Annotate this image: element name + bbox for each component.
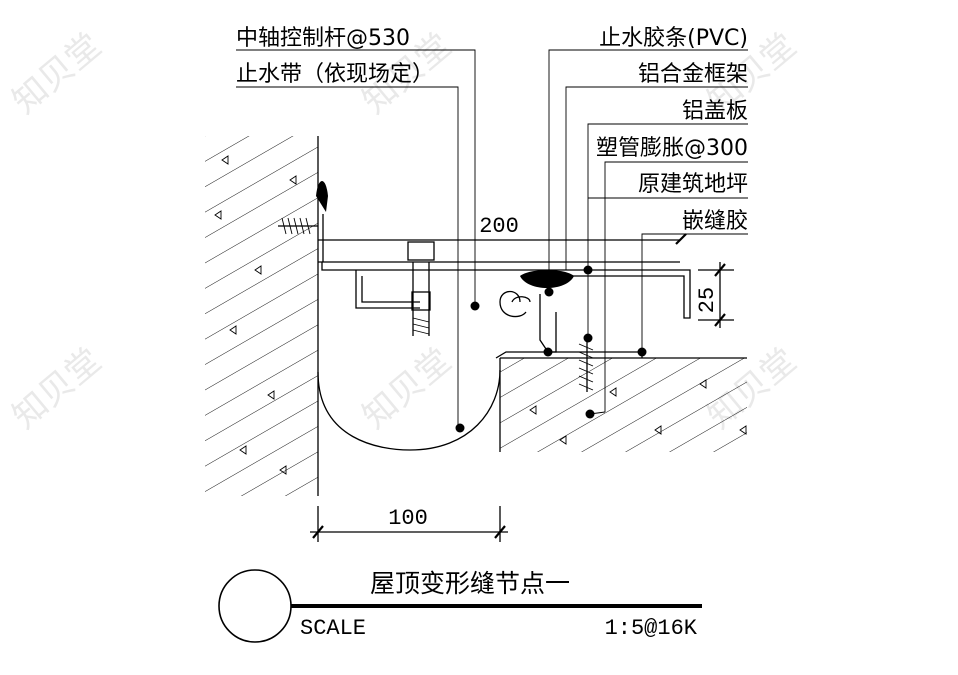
dim-200-text: 200: [479, 214, 519, 239]
label-aluminium-cover: 铝盖板: [682, 99, 748, 124]
watermark: 知贝堂: [355, 341, 459, 437]
floor-slab: [499, 357, 747, 452]
drawing-title: 屋顶变形缝节点一: [370, 569, 570, 598]
label-axis-control-rod: 中轴控制杆@530: [236, 26, 410, 51]
dim-25: 25: [695, 262, 734, 328]
centre-bolt: [407, 241, 435, 336]
label-original-floor: 原建筑地坪: [638, 172, 748, 197]
label-aluminium-frame: 铝合金框架: [638, 62, 748, 87]
scale-label: SCALE: [300, 616, 366, 641]
right-leaders: [543, 49, 748, 419]
title-block: 屋顶变形缝节点一 SCALE 1:5@16K: [218, 569, 702, 643]
watermark: 知贝堂: [5, 26, 109, 122]
watermark: 知贝堂: [5, 341, 109, 437]
waterstop-membrane: [317, 369, 501, 451]
left-wall: [205, 136, 319, 496]
aluminium-frame: [318, 239, 691, 319]
scale-value: 1:5@16K: [605, 616, 698, 641]
dim-100: 100: [310, 506, 508, 542]
label-pvc-seal: 止水胶条(PVC): [599, 26, 748, 51]
pvc-seal: [499, 270, 574, 353]
label-waterstop-band: 止水带（依现场定）: [236, 62, 434, 87]
left-anchor: [278, 181, 328, 262]
dim-25-text: 25: [695, 287, 720, 313]
dim-100-text: 100: [388, 506, 428, 531]
label-expansion-anchor: 塑管膨胀@300: [596, 136, 748, 161]
detail-circle: [218, 569, 292, 643]
left-leaders: [236, 49, 480, 433]
label-sealant: 嵌缝胶: [682, 209, 748, 234]
